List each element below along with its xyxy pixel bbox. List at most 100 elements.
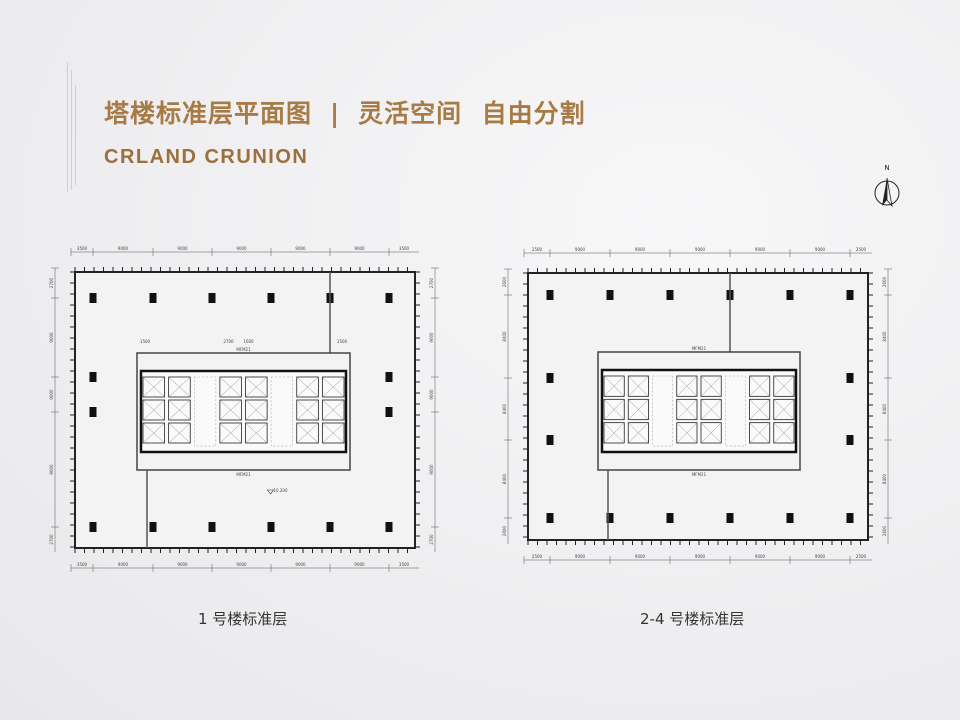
- dimension-label: 2700: [49, 277, 54, 288]
- column: [546, 290, 554, 300]
- column: [89, 372, 97, 382]
- dimension-label: 9000: [49, 332, 54, 343]
- dimension-label: 2500: [856, 247, 867, 252]
- stair: [603, 422, 625, 444]
- elevator-cross: [142, 376, 165, 398]
- column: [546, 513, 554, 523]
- elevator-cross: [296, 376, 319, 398]
- brand-subtitle: CRLAND CRUNION: [104, 146, 309, 168]
- elevator: [627, 375, 649, 397]
- dimension-label: 1500: [140, 339, 151, 344]
- dimension-label: 2700: [429, 277, 434, 288]
- dimension-label: 9000: [429, 332, 434, 343]
- dimension-label: 9000: [575, 247, 586, 252]
- dimension-label: 9000: [575, 554, 586, 559]
- column: [546, 435, 554, 445]
- elevator: [627, 422, 649, 444]
- column: [149, 522, 157, 532]
- elevator-cross: [628, 422, 649, 444]
- column: [89, 522, 97, 532]
- elevator: [627, 398, 649, 421]
- elevator: [676, 398, 698, 421]
- stair: [603, 398, 625, 421]
- dimension-label: 9000: [236, 562, 247, 567]
- dimension-label: 2600: [502, 525, 507, 536]
- decor-line: [67, 62, 68, 192]
- stair: [142, 376, 166, 398]
- elevator-cross: [168, 422, 191, 444]
- elevator: [168, 399, 191, 421]
- elevator-cross: [603, 422, 625, 444]
- elevator-cross: [219, 399, 242, 421]
- elevator-cross: [603, 375, 625, 397]
- column: [267, 522, 275, 532]
- dimension-label: 9000: [635, 247, 646, 252]
- decor-line: [71, 70, 72, 190]
- column: [846, 290, 854, 300]
- elevator: [245, 399, 268, 421]
- elevation-mark: [266, 489, 275, 495]
- dimension-label: 3500: [77, 562, 88, 567]
- column: [385, 293, 393, 303]
- dimension-label: 9000: [295, 246, 306, 251]
- elevator-cross: [749, 375, 770, 397]
- elevator-cross: [603, 399, 625, 420]
- core-wall: [600, 368, 798, 454]
- elevator-cross: [749, 422, 770, 444]
- lobby: [725, 375, 746, 447]
- dimension-label: 2500: [532, 554, 543, 559]
- corridor-wall: [136, 352, 351, 471]
- column: [846, 435, 854, 445]
- dimension-label: 8400: [502, 473, 507, 484]
- dimension-label: 2700: [49, 534, 54, 545]
- dimension-label: 8400: [502, 331, 507, 342]
- column: [726, 513, 734, 523]
- stair: [321, 422, 345, 444]
- lobby: [270, 376, 293, 447]
- dimension-label: 8400: [882, 331, 887, 342]
- elevator-cross: [245, 399, 268, 421]
- dimension-label: 9000: [695, 247, 706, 252]
- door-label: MFM21: [236, 347, 251, 352]
- elevator-cross: [773, 399, 795, 420]
- column: [846, 513, 854, 523]
- elevator-cross: [245, 422, 268, 444]
- plan1-caption: 1 号楼标准层: [198, 610, 288, 628]
- dimension-label: 2700: [429, 534, 434, 545]
- elevator: [219, 399, 242, 421]
- column: [89, 293, 97, 303]
- elevation-label: 10.200: [274, 488, 288, 493]
- elevator-cross: [296, 422, 319, 444]
- elevator: [676, 422, 698, 444]
- elevator-cross: [219, 376, 242, 398]
- elevator-cross: [245, 376, 268, 398]
- column: [786, 290, 794, 300]
- door-label: MFM21: [692, 472, 707, 477]
- dimension-label: 3500: [77, 246, 88, 251]
- elevator-cross: [773, 375, 795, 397]
- plan2-caption: 2-4 号楼标准层: [640, 610, 745, 628]
- dimension-label: 9000: [118, 246, 129, 251]
- dimension-label: 1500: [337, 339, 348, 344]
- dimension-label: 9000: [755, 247, 766, 252]
- dimension-label: 2500: [856, 554, 867, 559]
- stair: [603, 375, 625, 397]
- elevator-cross: [749, 399, 770, 420]
- dimension-label: 9000: [354, 562, 365, 567]
- column: [666, 290, 674, 300]
- elevator-cross: [676, 399, 698, 420]
- column: [546, 373, 554, 383]
- elevator: [296, 399, 319, 421]
- door-label: MFM21: [692, 346, 707, 351]
- column: [846, 373, 854, 383]
- title-separator: |: [330, 99, 341, 128]
- stair: [773, 375, 795, 397]
- north-label: N: [884, 164, 889, 172]
- column: [208, 522, 216, 532]
- dimension-label: 9000: [236, 246, 247, 251]
- dimension-label: 3500: [399, 246, 410, 251]
- column: [385, 407, 393, 417]
- elevator-cross: [142, 422, 165, 444]
- elevator-cross: [219, 422, 242, 444]
